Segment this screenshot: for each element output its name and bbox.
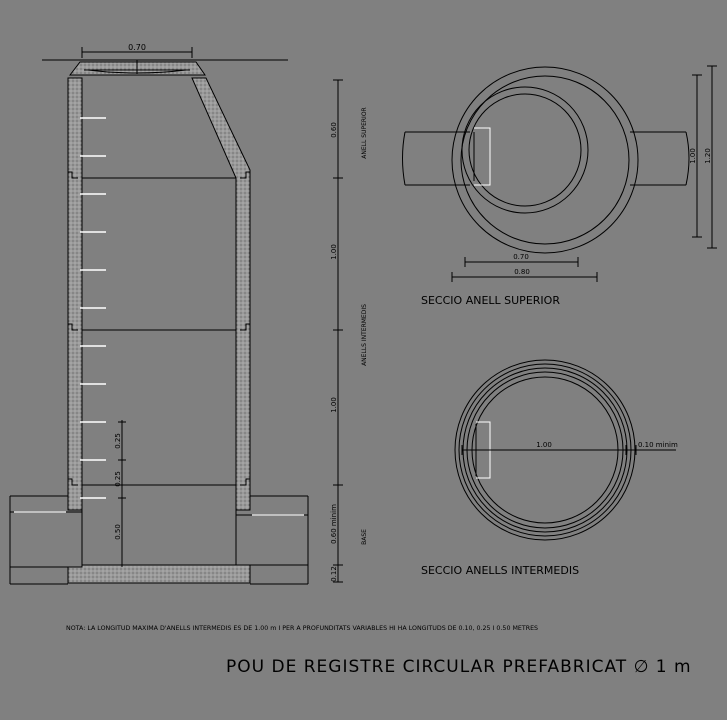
joint-notches bbox=[68, 171, 250, 486]
plan-mid-ring: 1.00 0.10 minim SECCIO ANELLS INTERMEDIS bbox=[421, 359, 678, 577]
outlet-pipe bbox=[235, 495, 309, 585]
dim-step-1: 0.25 bbox=[114, 433, 122, 449]
drawing-title: POU DE REGISTRE CIRCULAR PREFABRICAT ∅ 1… bbox=[226, 657, 692, 677]
note-text: NOTA: LA LONGITUD MAXIMA D'ANELLS INTERM… bbox=[66, 625, 538, 632]
plan-top-ring: 0.70 0.80 1.00 1.20 SECCIO ANELL SUPERIO… bbox=[402, 65, 717, 307]
dim-plan-mid-wall: 0.10 minim bbox=[638, 441, 678, 449]
manhole-cross-section: 0.70 0.60 1.00 1.00 0.60 minim 0.12 ANEL… bbox=[9, 43, 368, 585]
dim-step-2: 0.25 bbox=[114, 471, 122, 487]
dim-base: 0.60 minim bbox=[330, 504, 338, 544]
inlet-pipe bbox=[9, 495, 83, 585]
dim-ring-top: 0.60 bbox=[330, 122, 338, 138]
dim-ring-mid-1: 1.00 bbox=[330, 244, 338, 260]
label-anells-intermedis: ANELLS INTERMEDIS bbox=[361, 304, 368, 366]
caption-top-ring: SECCIO ANELL SUPERIOR bbox=[421, 294, 560, 307]
dim-plan-mid-diameter: 1.00 bbox=[536, 441, 552, 449]
dim-ring-mid-2: 1.00 bbox=[330, 397, 338, 413]
label-anell-superior: ANELL SUPERIOR bbox=[361, 107, 368, 158]
dim-base-slab: 0.12 bbox=[330, 566, 338, 582]
dim-plan-top-v1: 1.00 bbox=[689, 148, 697, 164]
label-base: BASE bbox=[361, 529, 368, 545]
ladder-steps bbox=[80, 117, 106, 499]
dim-plan-top-outer: 0.80 bbox=[514, 268, 530, 276]
dim-plan-top-inner: 0.70 bbox=[513, 253, 529, 261]
dim-top-width: 0.70 bbox=[128, 43, 146, 52]
dim-plan-top-v2: 1.20 bbox=[704, 148, 712, 164]
dim-step-3: 0.50 bbox=[114, 524, 122, 540]
caption-mid-ring: SECCIO ANELLS INTERMEDIS bbox=[421, 564, 579, 577]
